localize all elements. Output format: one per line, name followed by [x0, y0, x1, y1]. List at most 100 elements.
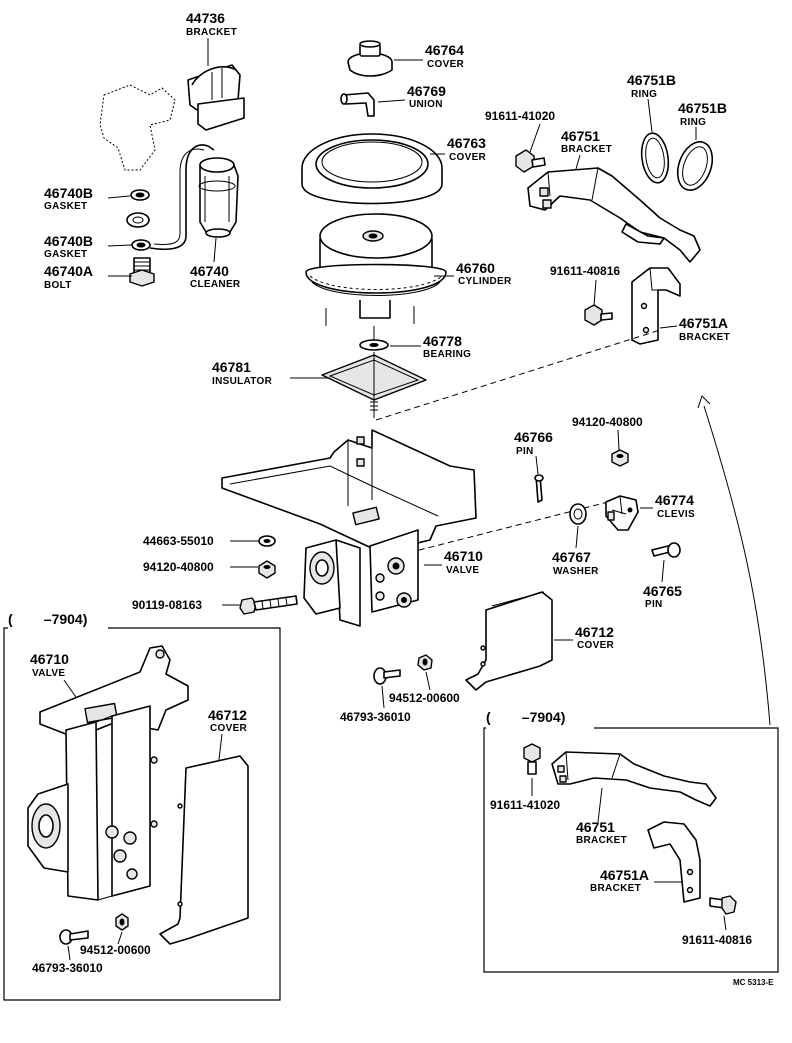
label-46767-name: WASHER — [553, 566, 599, 577]
inset-right-bracket-name: BRACKET — [576, 835, 627, 846]
label-46740A-name: BOLT — [44, 280, 72, 291]
label-46751A-number: 46751A — [679, 315, 728, 331]
inset-right-bracket-a-number: 46751A — [600, 867, 649, 883]
label-46793-36010-number: 46793-36010 — [340, 710, 411, 724]
label-46740B-a-number: 46740B — [44, 185, 93, 201]
cleaner-inlet-union-part — [126, 212, 150, 228]
valve-46710-part — [221, 429, 477, 627]
label-46769-number: 46769 — [407, 83, 446, 99]
inset-right-bracket-a-part — [647, 821, 701, 903]
label-44663-55010-number: 44663-55010 — [143, 534, 214, 548]
inset-right-bracket-a-name: BRACKET — [590, 883, 641, 894]
inset-right-bolt-bottom-part — [709, 895, 737, 915]
clevis-46774-part — [605, 495, 639, 531]
label-46781-name: INSULATOR — [212, 376, 273, 387]
bolt-91611-40816-part — [584, 304, 613, 326]
inset-right-bolt-top-part — [523, 743, 541, 775]
ring-46751B-left-part — [640, 132, 670, 184]
union-46769-part — [340, 92, 375, 117]
label-46774-number: 46774 — [655, 492, 694, 508]
inset-left-cover-part — [159, 755, 249, 945]
inset-left-screw-part — [59, 929, 89, 945]
label-46760-name: CYLINDER — [458, 276, 512, 287]
cylinder-46760-part — [305, 213, 447, 326]
label-46710-number: 46710 — [444, 548, 483, 564]
inset-left-cover-name: COVER — [210, 723, 248, 734]
gasket-46740B-upper-part — [130, 189, 150, 201]
label-46764-name: COVER — [427, 59, 465, 70]
label-46764-number: 46764 — [425, 42, 464, 58]
inset-left-box — [3, 612, 281, 1001]
inset-left-valve-part — [27, 645, 189, 901]
label-46751B-a-name: RING — [631, 89, 657, 100]
inset-right-bracket-part — [551, 751, 717, 807]
label-46765-name: PIN — [645, 599, 663, 610]
inset-left-valve-number: 46710 — [30, 651, 69, 667]
diagram-code: MC 5313-E — [733, 978, 774, 987]
inset-left-range: ( –7904) — [8, 611, 87, 627]
label-46740B-b-name: GASKET — [44, 249, 87, 260]
bracket-46751-part — [527, 167, 701, 263]
inset-left-nut-part — [115, 913, 129, 931]
inset-left-nut-number: 94512-00600 — [80, 943, 151, 957]
label-46778-name: BEARING — [423, 349, 471, 360]
bolt-91611-41020-part — [515, 149, 546, 173]
label-90119-08163-number: 90119-08163 — [132, 598, 202, 612]
label-44736-number: 44736 — [186, 10, 225, 26]
label-46740-number: 46740 — [190, 263, 229, 279]
inset-right-box — [483, 708, 779, 973]
label-46712-name: COVER — [577, 640, 615, 651]
label-46774-name: CLEVIS — [657, 509, 695, 520]
label-94120-40800-top-number: 94120-40800 — [572, 415, 643, 429]
label-46769-name: UNION — [409, 99, 443, 110]
label-46751B-b-name: RING — [680, 117, 706, 128]
label-46766-number: 46766 — [514, 429, 553, 445]
label-91611-40816-number: 91611-40816 — [550, 264, 620, 278]
label-94512-00600-number: 94512-00600 — [389, 691, 460, 705]
inset-right-bolt-bottom-number: 91611-40816 — [682, 933, 752, 947]
cover-46764-part — [347, 40, 393, 77]
washer-46767-part — [569, 503, 587, 525]
label-46712-number: 46712 — [575, 624, 614, 640]
label-46740A-number: 46740A — [44, 263, 93, 279]
clevis-pin-46765-part — [651, 542, 681, 558]
inset-left-valve-name: VALVE — [32, 668, 65, 679]
ring-46751B-right-part — [676, 141, 714, 191]
cover-46712-part — [465, 591, 553, 691]
nut-94512-00600-part — [417, 654, 433, 671]
inset-left-cover-number: 46712 — [208, 707, 247, 723]
inset-right-range: ( –7904) — [486, 709, 565, 725]
label-46766-name: PIN — [516, 446, 534, 457]
bearing-46778-part — [359, 326, 389, 351]
inset-right-bolt-top-number: 91611-41020 — [490, 798, 560, 812]
label-46765-number: 46765 — [643, 583, 682, 599]
insulator-46781-part — [321, 352, 427, 418]
cover-46763-part — [301, 133, 443, 205]
bolt-90119-08163-part — [239, 595, 298, 615]
label-46751-number: 46751 — [561, 128, 600, 144]
screw-46793-36010-part — [373, 667, 401, 685]
inset-left-screw-number: 46793-36010 — [32, 961, 103, 975]
label-46740-name: CLEANER — [190, 279, 241, 290]
bracket-44736-part — [187, 64, 245, 131]
label-46751B-a-number: 46751B — [627, 72, 676, 88]
label-46781-number: 46781 — [212, 359, 251, 375]
cleaner-46740-part — [149, 144, 239, 251]
label-46740B-a-name: GASKET — [44, 201, 87, 212]
gasket-46740B-lower-part — [131, 239, 151, 251]
label-94120-40800-number: 94120-40800 — [143, 560, 214, 574]
nut-94120-40800-part — [258, 560, 276, 579]
nut-94120-40800-top-part — [611, 449, 629, 467]
label-46710-name: VALVE — [446, 565, 479, 576]
cotter-pin-46766-part — [534, 474, 544, 503]
label-46778-number: 46778 — [423, 333, 462, 349]
label-46767-number: 46767 — [552, 549, 591, 565]
bolt-46740A-part — [129, 257, 155, 287]
label-46740B-b-number: 46740B — [44, 233, 93, 249]
inset-right-bracket-number: 46751 — [576, 819, 615, 835]
label-46751B-b-number: 46751B — [678, 100, 727, 116]
label-46763-number: 46763 — [447, 135, 486, 151]
label-46751-name: BRACKET — [561, 144, 612, 155]
label-46751A-name: BRACKET — [679, 332, 730, 343]
